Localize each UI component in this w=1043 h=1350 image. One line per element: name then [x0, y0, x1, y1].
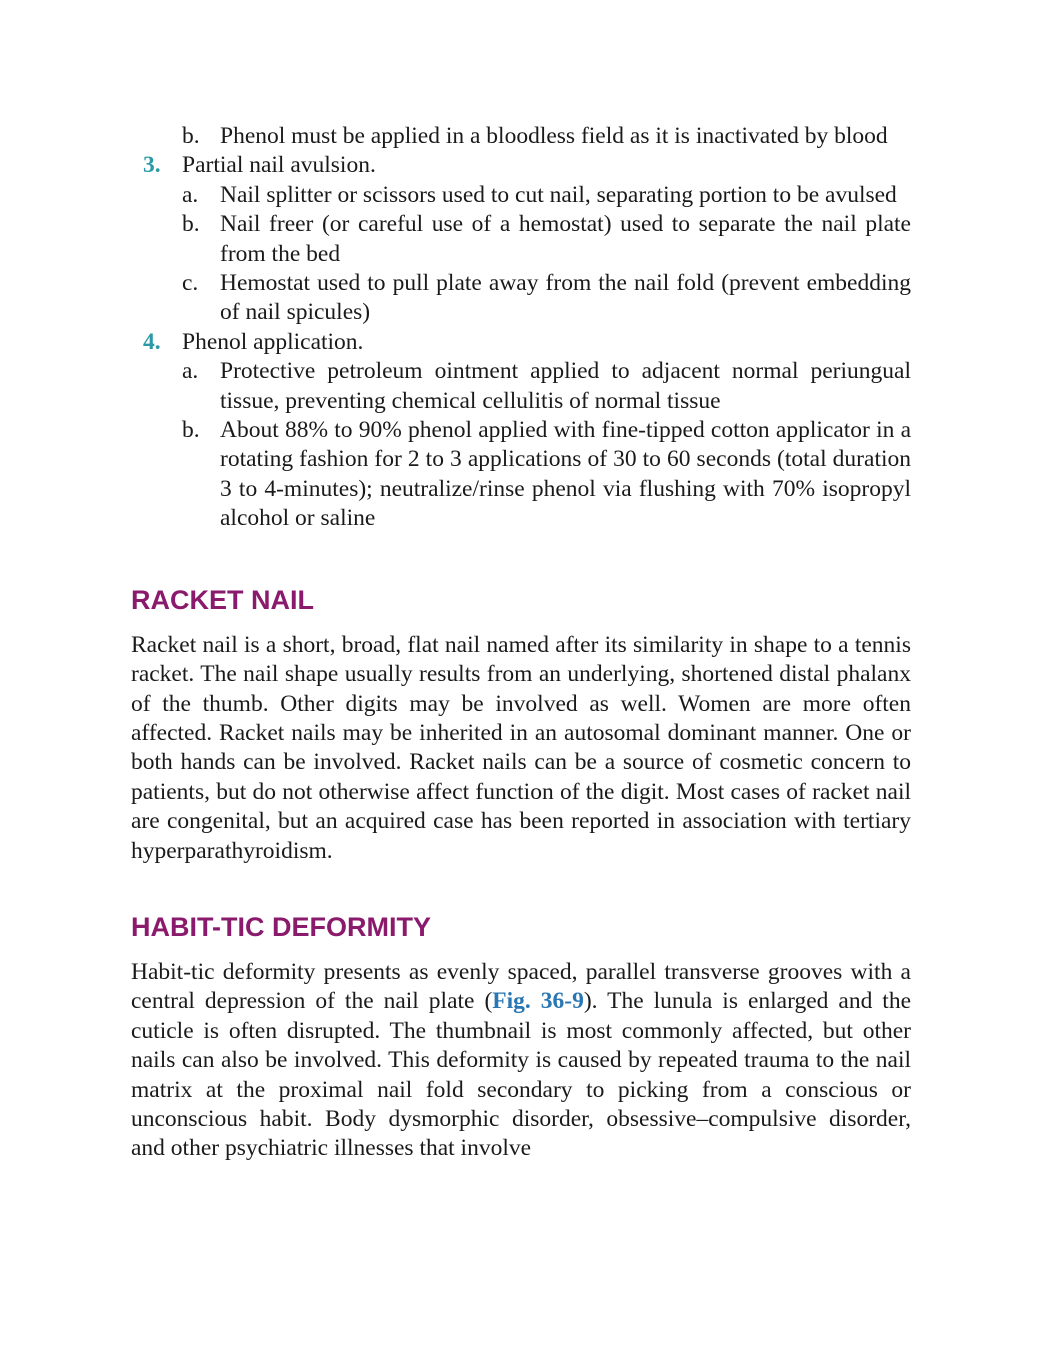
step-number: 4. [143, 328, 161, 355]
racket-nail-paragraph: Racket nail is a short, broad, flat nail… [131, 631, 911, 864]
step-4: 4. Phenol application. [131, 328, 911, 357]
list-item-text: Phenol must be applied in a bloodless fi… [220, 123, 888, 149]
list-item: a. Nail splitter or scissors used to cut… [131, 181, 911, 210]
list-letter: c. [182, 270, 199, 297]
list-item-text: About 88% to 90% phenol applied with fin… [220, 417, 911, 532]
list-letter: b. [182, 211, 200, 238]
list-letter: a. [182, 181, 199, 208]
list-item: b. Nail freer (or careful use of a hemos… [131, 210, 911, 269]
list-item: a. Protective petroleum ointment applied… [131, 357, 911, 416]
list-item-text: Hemostat used to pull plate away from th… [220, 270, 911, 326]
step-title: Phenol application. [182, 328, 364, 355]
step-title: Partial nail avulsion. [182, 152, 376, 179]
list-item: c. Hemostat used to pull plate away from… [131, 269, 911, 328]
list-item-text: Protective petroleum ointment applied to… [220, 358, 911, 414]
figure-link[interactable]: Fig. 36-9 [492, 988, 584, 1015]
section-heading-racket-nail: RACKET NAIL [131, 584, 314, 615]
list-item-b-phenol: b. Phenol must be applied in a bloodless… [131, 122, 911, 151]
list-letter: a. [182, 358, 199, 385]
page-content: b. Phenol must be applied in a bloodless… [131, 122, 911, 1164]
list-letter: b. [182, 417, 200, 444]
paragraph-text: ). The lunula is enlarged and the cuticl… [131, 988, 911, 1162]
list-letter: b. [182, 123, 200, 149]
step-number: 3. [143, 152, 161, 179]
section-heading-habit-tic: HABIT-TIC DEFORMITY [131, 911, 431, 942]
paragraph-text: Habit-tic deformity presents as evenly s… [131, 958, 911, 1015]
list-item: b. About 88% to 90% phenol applied with … [131, 416, 911, 534]
list-item-text: Nail freer (or careful use of a hemostat… [220, 211, 911, 267]
step-3: 3. Partial nail avulsion. [131, 151, 911, 180]
list-item-text: Nail splitter or scissors used to cut na… [220, 181, 897, 208]
habit-tic-paragraph: Habit-tic deformity presents as evenly s… [131, 958, 911, 1164]
